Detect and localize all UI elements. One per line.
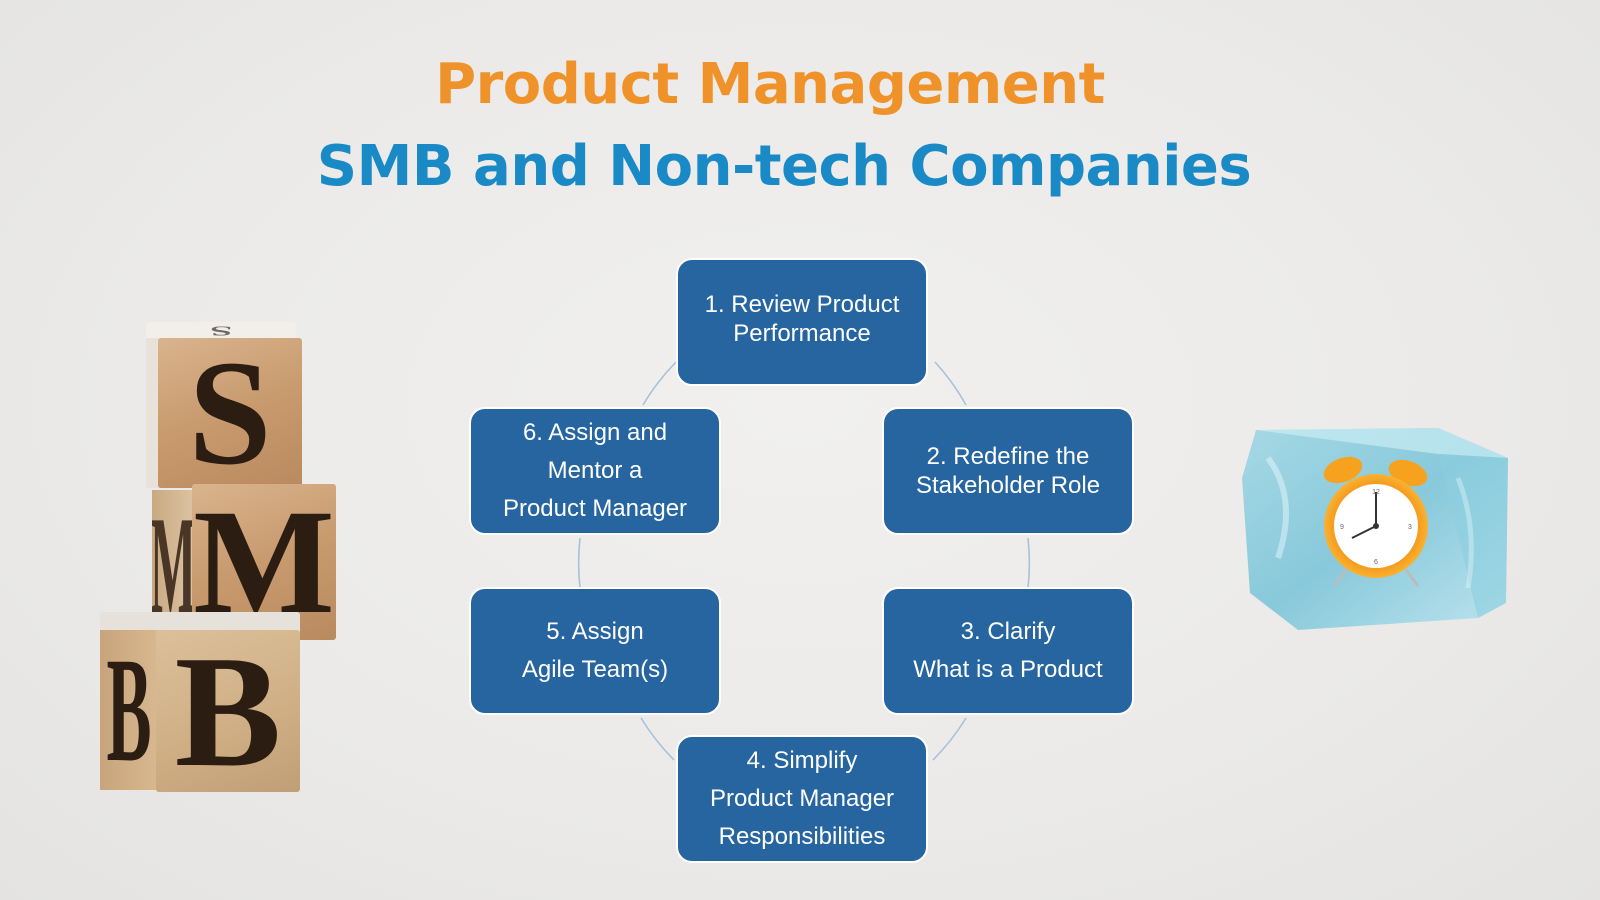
frozen-clock-image: 12 3 6 9: [1242, 428, 1508, 630]
cycle-step-3: 3. Clarify What is a Product: [882, 587, 1134, 715]
connector-5-6: [577, 537, 581, 589]
cycle-step-4: 4. Simplify Product Manager Responsibili…: [676, 735, 928, 863]
step-2-line-1: 2. Redefine the: [926, 443, 1090, 470]
smb-blocks-image: S S M M B B: [100, 322, 350, 810]
connector-3-4: [932, 717, 967, 761]
connector-1-2: [934, 361, 967, 406]
step-6-line-2: Mentor a: [547, 457, 643, 484]
connector-6-1: [642, 361, 677, 406]
slide-title: Product Management: [435, 52, 1105, 117]
connector-4-5: [640, 717, 675, 761]
svg-text:6: 6: [1374, 559, 1378, 566]
step-6-line-1: 6. Assign and: [522, 419, 668, 446]
step-2-line-2: Stakeholder Role: [915, 472, 1101, 499]
block-b-letter: B: [174, 621, 282, 800]
block-b: B B: [100, 612, 302, 800]
step-6-line-3: Product Manager: [502, 495, 688, 522]
block-s: S S: [146, 322, 304, 496]
svg-text:12: 12: [1372, 489, 1380, 496]
step-1-line-2: Performance: [733, 320, 871, 347]
connector-2-3: [1027, 537, 1031, 589]
step-5-line-2: Agile Team(s): [521, 656, 669, 683]
svg-text:3: 3: [1408, 524, 1412, 531]
slide-subtitle: SMB and Non-tech Companies: [316, 134, 1252, 199]
cycle-step-5: 5. Assign Agile Team(s): [469, 587, 721, 715]
step-4-line-3: Responsibilities: [718, 823, 886, 850]
cycle-step-2: 2. Redefine the Stakeholder Role: [882, 407, 1134, 535]
step-3-line-2: What is a Product: [913, 656, 1103, 683]
cycle-step-6: 6. Assign and Mentor a Product Manager: [469, 407, 721, 535]
block-s-letter: S: [188, 330, 272, 496]
step-3-line-1: 3. Clarify: [960, 618, 1056, 645]
block-b-side-letter: B: [106, 630, 152, 790]
cycle-step-1: 1. Review Product Performance: [676, 258, 928, 386]
step-4-line-2: Product Manager: [709, 785, 895, 812]
step-1-line-1: 1. Review Product: [704, 291, 900, 318]
step-5-line-1: 5. Assign: [546, 618, 644, 645]
step-4-line-1: 4. Simplify: [746, 747, 858, 774]
svg-text:9: 9: [1340, 524, 1344, 531]
